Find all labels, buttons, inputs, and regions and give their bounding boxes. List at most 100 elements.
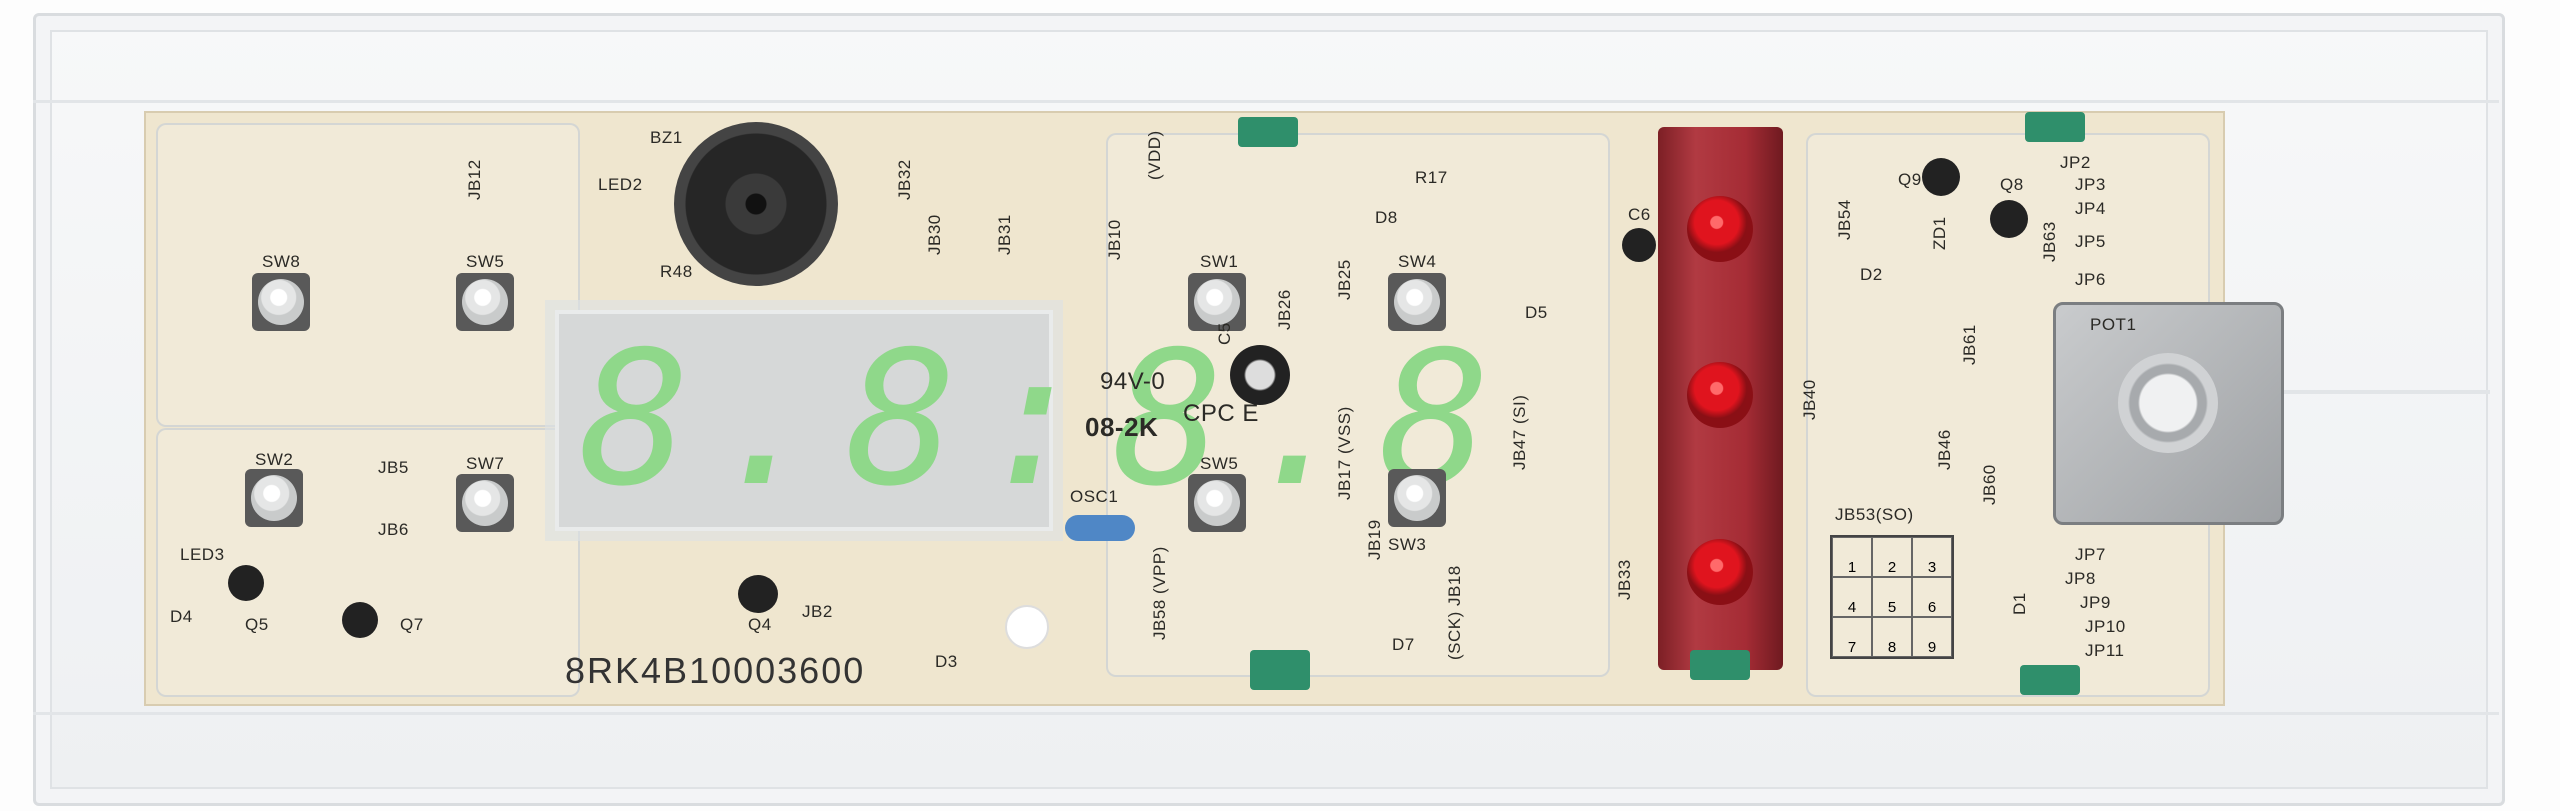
grid-cell: 1 (1832, 537, 1872, 577)
red-button-middle[interactable] (1687, 362, 1753, 428)
grid-cell: 4 (1832, 577, 1872, 617)
label-q5: Q5 (245, 615, 269, 634)
label-sw1: SW1 (1200, 252, 1239, 271)
connector-tab (1250, 650, 1310, 690)
housing-rib (33, 100, 2499, 103)
label-jb33: JB33 (1615, 559, 1634, 600)
display-digits: 8.8:8.8 (579, 311, 1513, 527)
label-d5: D5 (1525, 303, 1548, 322)
transistor-q5 (228, 565, 264, 601)
label-bz1: BZ1 (650, 128, 683, 147)
label-q9: Q9 (1898, 170, 1922, 189)
label-jp9: JP9 (2080, 593, 2111, 612)
label-c5: C5 (1215, 322, 1234, 345)
label-jb54: JB54 (1835, 199, 1854, 240)
label-jb61: JB61 (1960, 324, 1979, 365)
potentiometer (2053, 302, 2284, 525)
seven-segment-display: 8.8:8.8 (555, 310, 1491, 531)
label-q7: Q7 (400, 615, 424, 634)
label-jb40: JB40 (1800, 379, 1819, 420)
label-jb46: JB46 (1935, 429, 1954, 470)
label-jp2: JP2 (2060, 153, 2091, 172)
red-button-bottom[interactable] (1687, 539, 1753, 605)
switch-sw7[interactable] (456, 474, 514, 532)
switch-sw4[interactable] (1388, 273, 1446, 331)
label-jb6: JB6 (378, 520, 409, 539)
switch-sw5b[interactable] (1188, 474, 1246, 532)
potentiometer-shaft[interactable] (2118, 353, 2218, 453)
switch-sw1[interactable] (1188, 273, 1246, 331)
label-jb32: JB32 (895, 159, 914, 200)
connector-tab (1238, 117, 1298, 147)
label-jb26: JB26 (1275, 289, 1294, 330)
grid-cell: 7 (1832, 617, 1872, 657)
grid-cell: 3 (1912, 537, 1952, 577)
label-jb5: JB5 (378, 458, 409, 477)
label-jp10: JP10 (2085, 617, 2126, 636)
label-d2: D2 (1860, 265, 1883, 284)
switch-sw5[interactable] (456, 273, 514, 331)
label-sw4: SW4 (1398, 252, 1437, 271)
grid-cell: 5 (1872, 577, 1912, 617)
label-jb12: JB12 (465, 159, 484, 200)
label-jp6: JP6 (2075, 270, 2106, 289)
switch-sw2[interactable] (245, 469, 303, 527)
label-jb10: JB10 (1105, 219, 1124, 260)
cpc-marking: CPC E (1183, 400, 1259, 427)
label-sw3: SW3 (1388, 535, 1427, 554)
transistor-c6 (1622, 228, 1656, 262)
transistor-q7 (342, 602, 378, 638)
label-jb19: JB19 (1365, 519, 1384, 560)
connector-tab (1690, 650, 1750, 680)
label-sw5b: SW5 (1200, 454, 1239, 473)
housing-rib (33, 712, 2499, 715)
label-jb25: JB25 (1335, 259, 1354, 300)
label-jp4: JP4 (2075, 199, 2106, 218)
label-led2: LED2 (598, 175, 643, 194)
label-jb2: JB2 (802, 602, 833, 621)
label-sw5: SW5 (466, 252, 505, 271)
oscillator-osc1 (1065, 515, 1135, 541)
label-r17: R17 (1415, 168, 1448, 187)
capacitor-c5 (1230, 345, 1290, 405)
label-sw7: SW7 (466, 454, 505, 473)
label-d1: D1 (2010, 592, 2029, 615)
label-jp7: JP7 (2075, 545, 2106, 564)
switch-sw8[interactable] (252, 273, 310, 331)
label-osc1: OSC1 (1070, 487, 1119, 506)
grid-cell: 6 (1912, 577, 1952, 617)
label-jp8: JP8 (2065, 569, 2096, 588)
label-jb31: JB31 (995, 214, 1014, 255)
label-vss: JB17 (VSS) (1335, 406, 1354, 500)
connector-tab (2020, 665, 2080, 695)
keypad-grid-marking: 1 2 3 4 5 6 7 8 9 (1830, 535, 1954, 659)
label-jp11: JP11 (2085, 641, 2125, 660)
label-q4: Q4 (748, 615, 772, 634)
buzzer (674, 122, 838, 286)
label-vdd: (VDD) (1145, 130, 1164, 180)
housing-rib (2230, 390, 2490, 394)
light-pipe (1005, 605, 1049, 649)
grid-cell: 9 (1912, 617, 1952, 657)
label-jb30: JB30 (925, 214, 944, 255)
lens-section (1106, 133, 1610, 677)
label-jb47: JB47 (SI) (1510, 394, 1529, 470)
grid-cell: 8 (1872, 617, 1912, 657)
switch-sw3[interactable] (1388, 469, 1446, 527)
label-q8: Q8 (2000, 175, 2024, 194)
label-sw8: SW8 (262, 252, 301, 271)
lens-section (156, 123, 580, 427)
label-d8: D8 (1375, 208, 1398, 227)
red-button-strip (1658, 127, 1783, 670)
transistor-q4 (738, 575, 778, 613)
connector-tab (2025, 112, 2085, 142)
label-jb63: JB63 (2040, 221, 2059, 262)
grid-cell: 2 (1872, 537, 1912, 577)
red-button-top[interactable] (1687, 196, 1753, 262)
label-zd1: ZD1 (1930, 216, 1949, 250)
label-jb58: JB58 (VPP) (1150, 546, 1169, 640)
label-sck: (SCK) JB18 (1445, 565, 1464, 660)
label-jb60: JB60 (1980, 464, 1999, 505)
label-d3: D3 (935, 652, 958, 671)
